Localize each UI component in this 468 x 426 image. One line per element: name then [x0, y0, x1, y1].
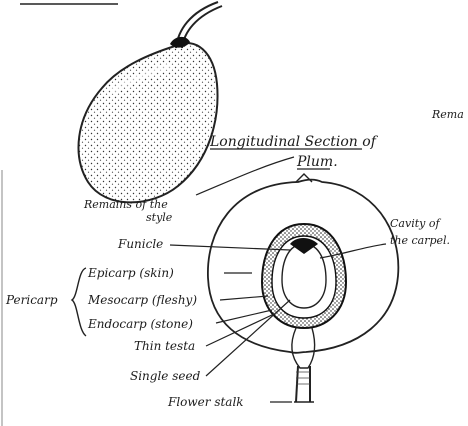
- whole-plum: [79, 2, 222, 202]
- edge-text: Rema: [431, 108, 464, 121]
- testa-label: Thin testa: [134, 339, 195, 353]
- cavity-label-2: the carpel.: [390, 234, 450, 247]
- remains-of-style-label-2: style: [146, 211, 173, 224]
- diagram-title: Longitudinal Section of: [209, 134, 379, 150]
- pedicel: [292, 328, 315, 402]
- flower-stalk-label: Flower stalk: [167, 395, 244, 409]
- funicle-label: Funicle: [117, 237, 163, 251]
- remains-of-style-label: Remains of the: [83, 198, 168, 211]
- cavity-label: Cavity of: [390, 217, 441, 230]
- mesocarp-label: Mesocarp (fleshy): [87, 293, 197, 307]
- epicarp-label: Epicarp (skin): [87, 266, 174, 280]
- pericarp-brace: [72, 268, 86, 336]
- endocarp-label: Endocarp (stone): [87, 317, 193, 331]
- seed-label: Single seed: [130, 369, 201, 383]
- diagram-title-line2: Plum.: [296, 154, 338, 170]
- pericarp-label: Pericarp: [5, 293, 58, 307]
